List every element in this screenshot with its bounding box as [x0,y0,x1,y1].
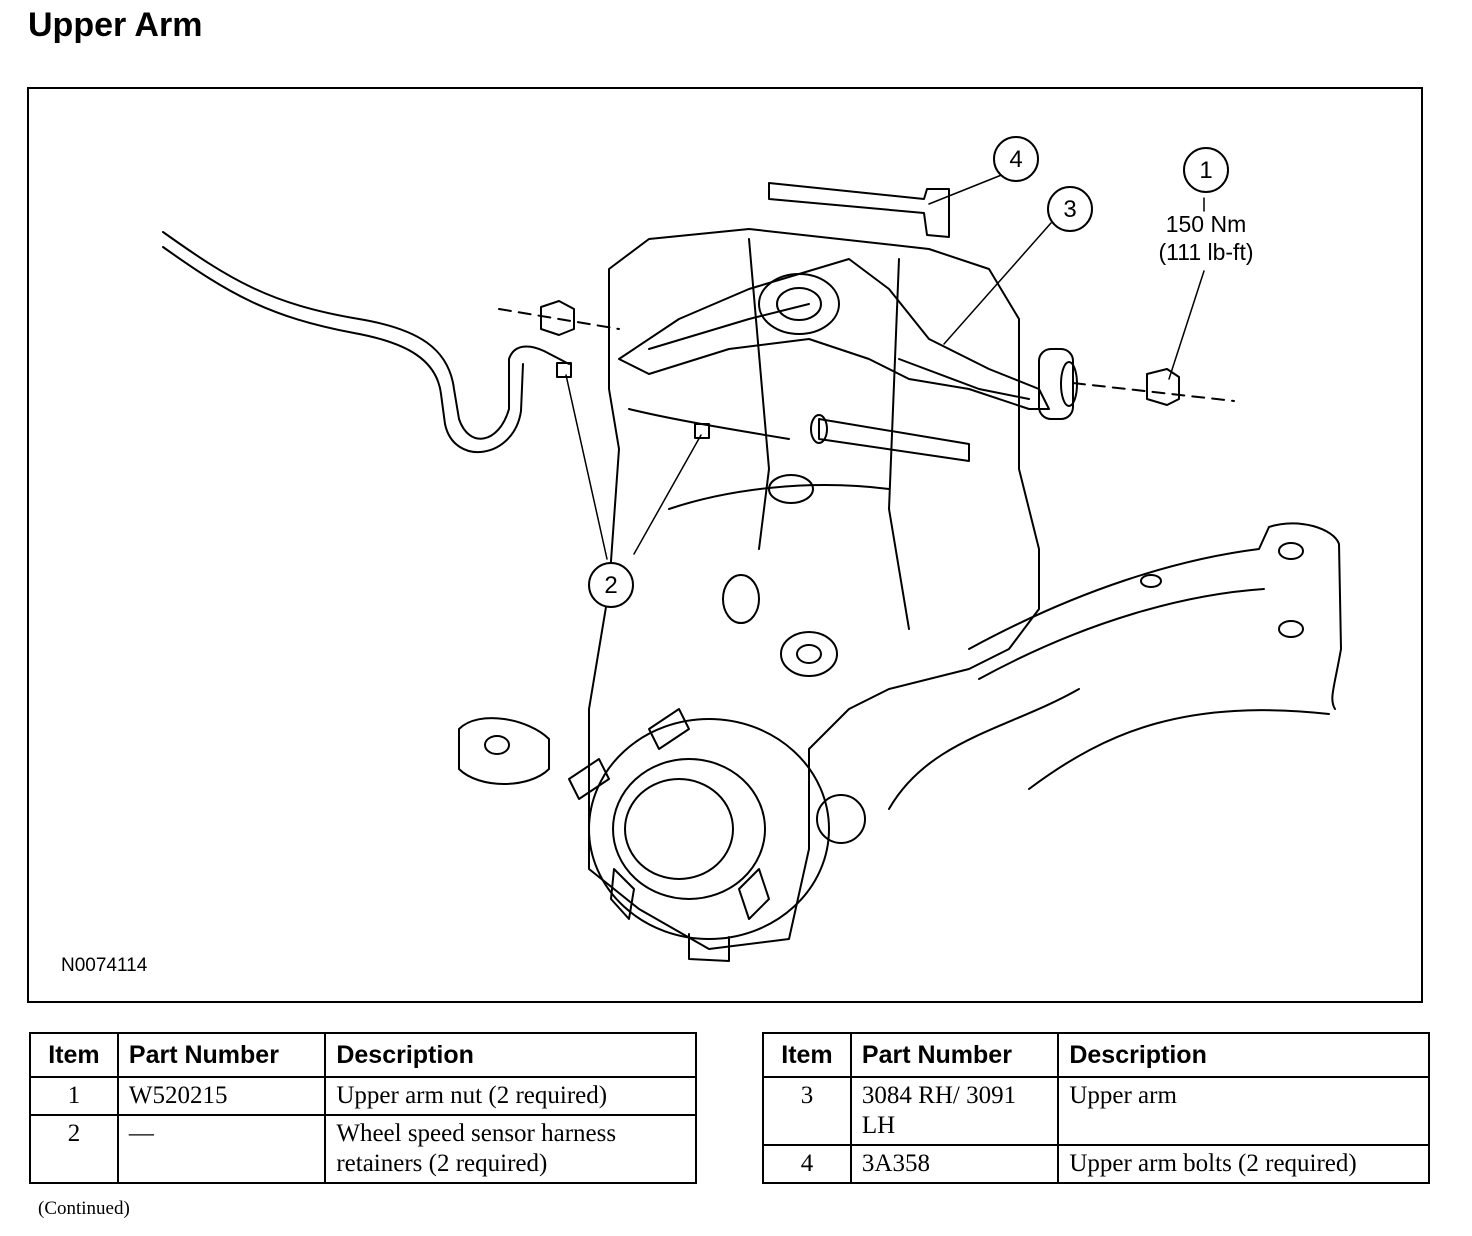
callout-2: 2 [604,572,617,599]
cell-part-number: W520215 [116,1076,327,1116]
exploded-diagram: 4 3 1 2 150 Nm (111 lb-ft) N0074114 [27,87,1423,1003]
header-part-number: Part Number [849,1032,1060,1078]
table-header-row: Item Part Number Description [762,1032,1430,1078]
header-part-number: Part Number [116,1032,327,1078]
cell-part-number: 3A358 [849,1144,1060,1184]
knuckle [588,228,1040,950]
header-description: Description [324,1032,697,1078]
parts-table-left: Item Part Number Description 1 W520215 U… [29,1032,697,1184]
cell-part-number: — [116,1114,327,1184]
callout-3: 3 [1063,196,1076,223]
cell-description: Upper arm nut (2 required) [324,1076,697,1116]
callout-4-circle [993,136,1039,182]
upper-arm-nut-right [1146,368,1180,406]
suspension-illustration: 4 3 1 2 [162,136,1342,962]
callout-2-circle [588,562,634,608]
cell-part-number: 3084 RH/ 3091 LH [849,1076,1060,1146]
cell-description: Wheel speed sensor harness retainers (2 … [324,1114,697,1184]
upper-arm-bolt-lower [818,418,970,462]
page-title: Upper Arm [28,6,203,44]
figure-id: N0074114 [61,955,148,976]
cell-item: 4 [762,1144,852,1184]
torque-lbft: (111 lb-ft) [1158,239,1254,265]
table-header-row: Item Part Number Description [29,1032,697,1078]
cell-item: 1 [29,1076,119,1116]
torque-nm: 150 Nm [1165,211,1247,237]
subframe [968,522,1342,710]
harness-retainer-2 [694,423,710,439]
sensor-harness [162,231,570,440]
cell-description: Upper arm [1057,1076,1430,1146]
table-row: 2 — Wheel speed sensor harness retainers… [29,1114,697,1184]
upper-arm [618,258,1050,410]
cell-item: 3 [762,1076,852,1146]
table-row: 3 3084 RH/ 3091 LH Upper arm [762,1076,1430,1146]
callout-3-circle [1047,186,1093,232]
callout-1: 1 [1199,157,1212,184]
hub-flange [588,718,830,940]
cell-description: Upper arm bolts (2 required) [1057,1144,1430,1184]
header-item: Item [762,1032,852,1078]
cell-item: 2 [29,1114,119,1184]
harness-retainer-1 [556,362,572,378]
continued-note: (Continued) [38,1198,130,1219]
wheel-stud [568,758,610,800]
callout-1-circle [1183,147,1229,193]
upper-arm-bolt-top [768,182,950,238]
header-item: Item [29,1032,119,1078]
table-row: 4 3A358 Upper arm bolts (2 required) [762,1144,1430,1184]
table-row: 1 W520215 Upper arm nut (2 required) [29,1076,697,1116]
upper-arm-nut-left [540,300,575,336]
header-description: Description [1057,1032,1430,1078]
callout-4: 4 [1009,146,1022,173]
parts-table-right: Item Part Number Description 3 3084 RH/ … [762,1032,1430,1184]
